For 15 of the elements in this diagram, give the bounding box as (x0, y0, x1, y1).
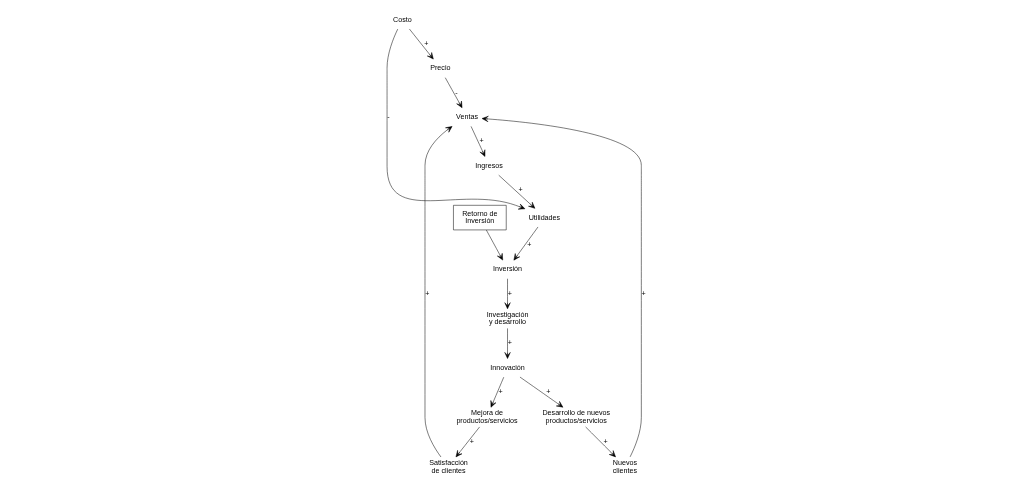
arrow (504, 278, 511, 310)
arrow (408, 28, 434, 60)
arrow (481, 115, 642, 458)
arrow (455, 426, 480, 458)
arrow (504, 328, 511, 359)
arrow (485, 229, 503, 261)
arrow (497, 174, 535, 209)
arrow (470, 126, 485, 157)
arrow (444, 77, 462, 109)
arrow (519, 376, 563, 408)
arrow (490, 376, 504, 408)
arrow (513, 226, 538, 261)
arrow (386, 28, 525, 210)
arrow (424, 126, 452, 458)
arrow (584, 426, 616, 458)
